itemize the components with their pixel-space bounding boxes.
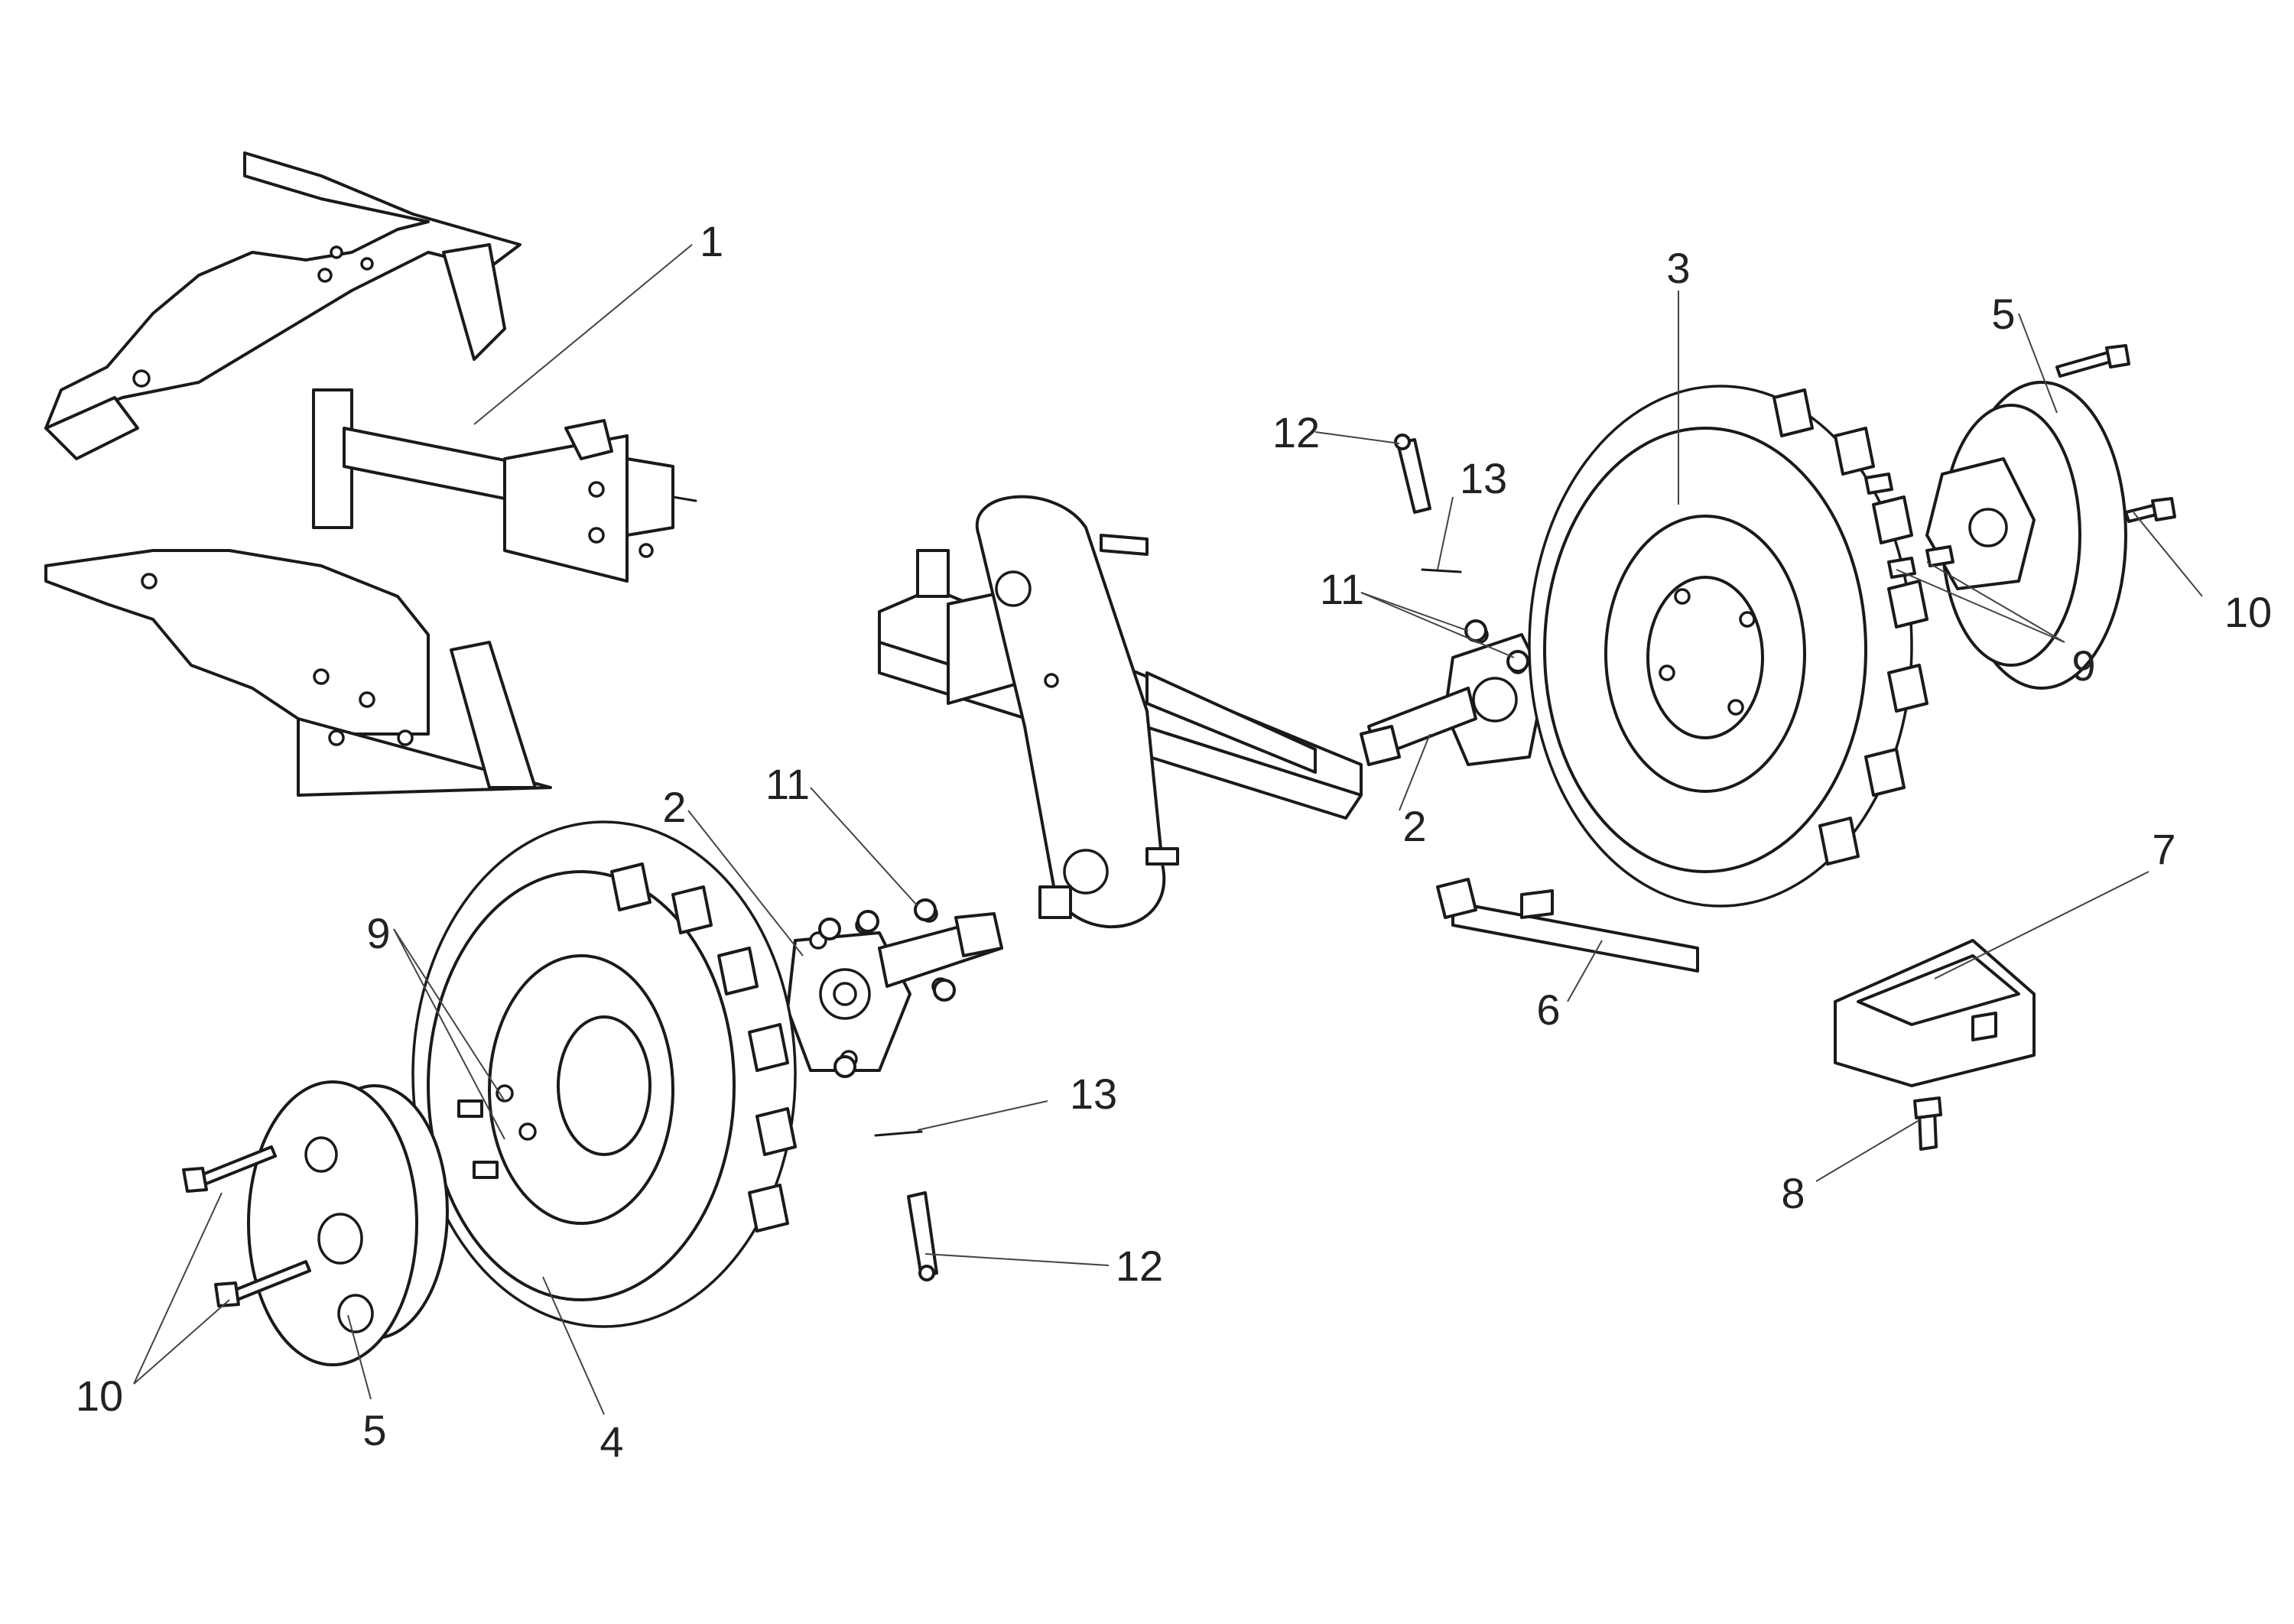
- callout-1: 1: [700, 217, 723, 265]
- callout-11: 11: [1320, 565, 1364, 613]
- callout-4: 4: [599, 1418, 623, 1466]
- wheel-right: [1528, 385, 1928, 908]
- callout-10: 10: [76, 1372, 123, 1420]
- pins: [874, 434, 1462, 1281]
- small-bolt: [1913, 1096, 1942, 1151]
- callout-3: 3: [1666, 244, 1690, 292]
- callout-5: 5: [1991, 290, 2015, 338]
- front-weight: [1834, 939, 2036, 1087]
- handle-bar: [1436, 878, 1699, 973]
- callout-2: 2: [1402, 802, 1426, 850]
- callout-11: 11: [765, 760, 810, 808]
- wheel-left: [411, 820, 797, 1328]
- callout-9: 9: [366, 909, 390, 957]
- callout-5: 5: [362, 1406, 386, 1454]
- callout-9: 9: [2071, 641, 2095, 690]
- callout-13: 13: [1460, 454, 1507, 502]
- callout-7: 7: [2152, 825, 2175, 873]
- callout-12: 12: [1116, 1242, 1163, 1290]
- leader-lines: [133, 244, 2203, 1415]
- drive-frame: [878, 495, 1363, 929]
- wheel-weight-right: [1925, 381, 2127, 690]
- callout-13: 13: [1070, 1070, 1117, 1118]
- axle-hub-right: [1360, 625, 1546, 766]
- callout-10: 10: [2224, 588, 2272, 636]
- callout-8: 8: [1781, 1169, 1805, 1217]
- callout-12: 12: [1272, 408, 1320, 456]
- callout-2: 2: [662, 783, 686, 831]
- callout-6: 6: [1536, 986, 1560, 1034]
- wheel-weight-left: [247, 1080, 449, 1366]
- plough-assembly: [44, 151, 697, 797]
- bolts: [182, 344, 2176, 1307]
- callout-labels: 1 2 2 3 4 5 5 6 7 8 9 9 10 10 11 11 12 1…: [76, 217, 2272, 1466]
